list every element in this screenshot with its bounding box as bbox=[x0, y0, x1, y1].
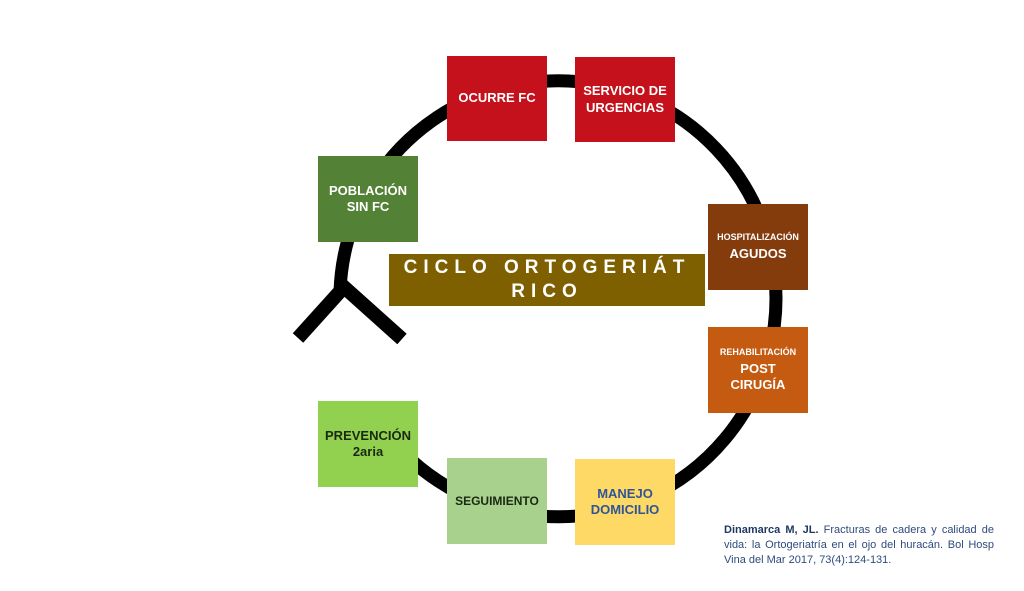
node-label: MANEJO DOMICILIO bbox=[590, 485, 660, 517]
node-seguimiento: SEGUIMIENTO bbox=[447, 458, 547, 544]
diagram-title: CICLO ORTOGERIÁTRICO bbox=[389, 254, 705, 306]
node-label: PREVENCIÓN 2aria bbox=[325, 427, 411, 459]
node-label: AGUDOS bbox=[729, 246, 787, 261]
node-poblacion-sin-fc: POBLACIÓN SIN FC bbox=[318, 156, 418, 242]
node-label: OCURRE FC bbox=[458, 90, 536, 106]
node-label: SERVICIO DE URGENCIAS bbox=[583, 83, 667, 115]
node-hospitalizacion-agudos: HOSPITALIZACIÓN AGUDOS bbox=[708, 204, 808, 290]
node-sublabel: REHABILITACIÓN bbox=[719, 346, 797, 357]
citation: Dinamarca M, JL. Fracturas de cadera y c… bbox=[724, 523, 994, 568]
node-prevencion-2aria: PREVENCIÓN 2aria bbox=[318, 401, 418, 487]
citation-text: Fracturas de cadera y calidad de vida: l… bbox=[724, 524, 994, 566]
arrow-head-icon bbox=[292, 277, 407, 345]
node-label: POST CIRUGÍA bbox=[730, 360, 786, 393]
node-label: SEGUIMIENTO bbox=[455, 493, 539, 508]
node-sublabel: HOSPITALIZACIÓN bbox=[717, 231, 799, 242]
node-rehabilitacion-post-cirugia: REHABILITACIÓN POST CIRUGÍA bbox=[708, 327, 808, 413]
node-servicio-urgencias: SERVICIO DE URGENCIAS bbox=[575, 57, 675, 142]
node-manejo-domicilio: MANEJO DOMICILIO bbox=[575, 459, 675, 545]
node-ocurre-fc: OCURRE FC bbox=[447, 56, 547, 141]
node-label: POBLACIÓN SIN FC bbox=[329, 182, 407, 214]
citation-author: Dinamarca M, JL. bbox=[724, 524, 819, 536]
